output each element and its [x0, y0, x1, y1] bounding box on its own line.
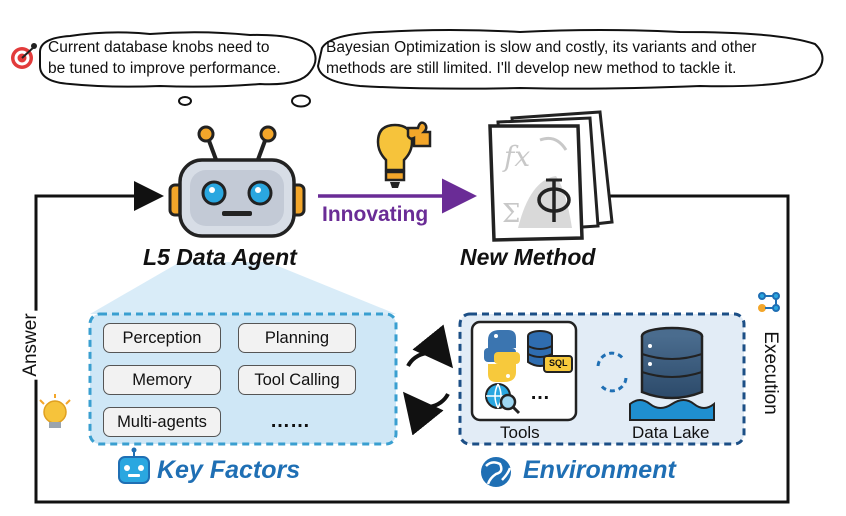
globe-search-icon: [485, 383, 521, 415]
feedback-loop-line: [34, 181, 790, 504]
thought-right-text: Bayesian Optimization is slow and costly…: [326, 37, 756, 79]
svg-text:Σ: Σ: [502, 199, 520, 229]
data-lake-label: Data Lake: [632, 423, 710, 442]
cycle-icon: [596, 351, 628, 393]
environment-title: Environment: [523, 456, 676, 484]
thought-left-line-1: Current database knobs need to: [48, 39, 270, 56]
factor-tool-calling: Tool Calling: [238, 365, 356, 395]
tools-more: …: [530, 382, 550, 404]
thought-cloud-left: [39, 31, 317, 88]
target-icon: [11, 43, 37, 69]
svg-text:fx: fx: [502, 140, 530, 173]
thought-bubble-medium: [291, 94, 311, 108]
agent-title: L5 Data Agent: [143, 244, 297, 270]
thought-bubble-small: [178, 96, 192, 106]
puzzle-bulb-icon: [376, 121, 432, 188]
robot-icon: [168, 125, 306, 238]
agent-fan: [90, 262, 396, 314]
execution-label: Execution: [759, 328, 781, 418]
answer-label: Answer: [20, 310, 42, 380]
thought-left-line-2: be tuned to improve performance.: [48, 60, 281, 77]
sql-label: SQL: [549, 358, 568, 368]
document-icon: fx Σ: [488, 110, 614, 242]
python-icon: [484, 330, 520, 382]
thought-cloud-right: [316, 29, 824, 90]
factor-multi-agents: Multi-agents: [103, 407, 221, 437]
thought-right-line-2: methods are still limited. I'll develop …: [326, 60, 737, 77]
exchange-cycle-icon: [402, 324, 454, 436]
key-factors-robot-icon: [118, 447, 150, 484]
lightbulb-icon: [39, 394, 71, 428]
workflow-icon: [758, 292, 780, 312]
method-title: New Method: [460, 244, 596, 270]
factor-memory: Memory: [103, 365, 221, 395]
tools-label: Tools: [500, 423, 540, 442]
environment-globe-icon: [481, 457, 512, 487]
database-icon: [527, 330, 573, 373]
innovating-label: Innovating: [322, 203, 429, 226]
data-lake-icon: [629, 326, 715, 421]
factor-more: ……: [270, 410, 310, 432]
factor-planning: Planning: [238, 323, 356, 353]
key-factors-title: Key Factors: [157, 456, 301, 484]
thought-left-text: Current database knobs need to be tuned …: [48, 37, 281, 79]
thought-right-line-1: Bayesian Optimization is slow and costly…: [326, 39, 757, 56]
factor-perception: Perception: [103, 323, 221, 353]
